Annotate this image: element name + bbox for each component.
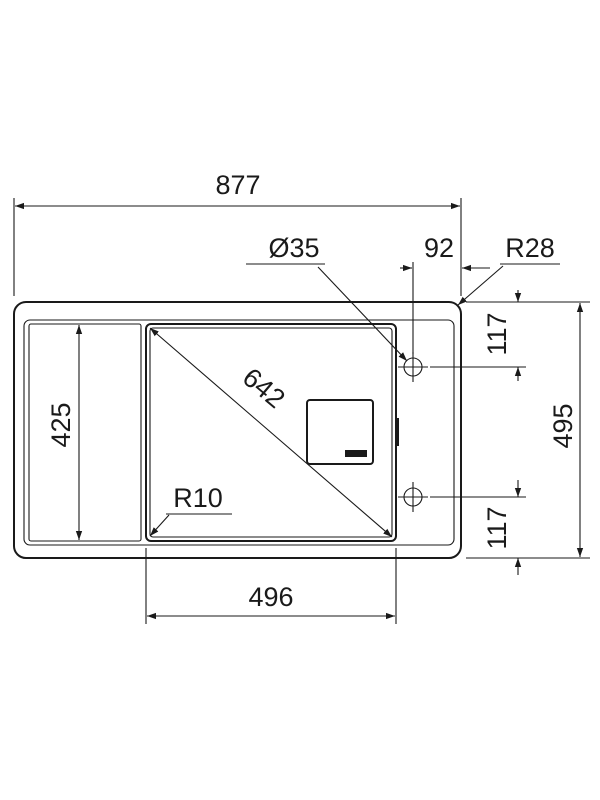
label-r10: R10 [173, 483, 223, 513]
dim-tap-diameter: Ø35 [246, 233, 408, 362]
drainer-area [28, 323, 142, 542]
dim-tap-bottom-offset: 117 [430, 480, 526, 575]
tap-hole-bottom-icon [398, 482, 428, 512]
label-117-bottom: 117 [482, 506, 512, 549]
label-92: 92 [424, 233, 454, 263]
label-117-top: 117 [482, 312, 512, 355]
label-r28: R28 [505, 233, 555, 263]
label-877: 877 [215, 170, 260, 200]
dim-tap-top-offset: 117 [430, 290, 526, 381]
label-d35: Ø35 [268, 233, 319, 263]
dim-total-width: 877 [13, 170, 462, 296]
tap-hole-top-icon [398, 352, 428, 382]
label-496: 496 [248, 582, 293, 612]
label-642: 642 [237, 362, 291, 414]
sink-inner-rim [23, 319, 455, 546]
dim-bowl-width: 496 [145, 548, 397, 624]
dim-outer-radius: R28 [457, 233, 560, 306]
dim-drainer-depth: 425 [46, 325, 83, 540]
sink-outer-outline [13, 301, 462, 559]
label-495: 495 [548, 403, 578, 448]
dim-tap-offset: 92 [400, 233, 490, 354]
drain-logo [345, 450, 367, 457]
label-425: 425 [46, 402, 76, 447]
dim-bowl-radius: R10 [149, 483, 232, 537]
bowl-outline [145, 323, 397, 542]
